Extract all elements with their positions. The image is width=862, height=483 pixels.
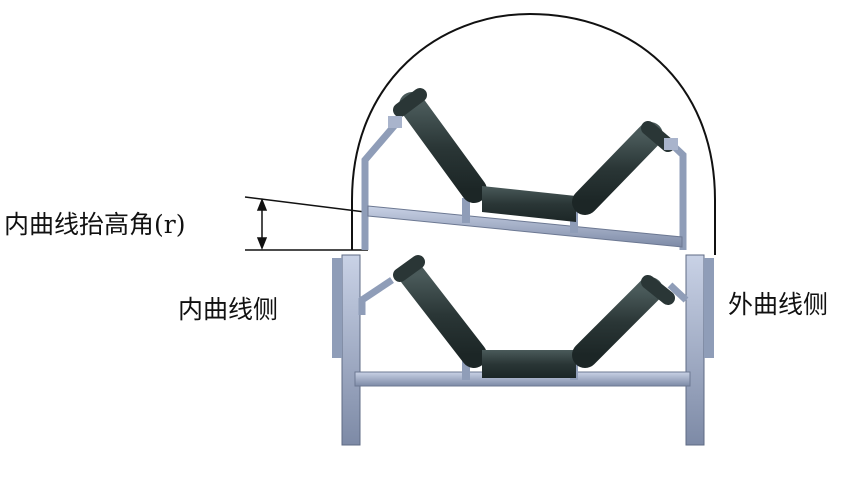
curve-arc [351,12,716,255]
inner-side-label: 内曲线侧 [178,295,279,324]
outer-side-label: 外曲线侧 [728,290,829,319]
lower-left-roller [393,255,487,368]
raise-angle-label: 内曲线抬高角(r) [4,210,186,239]
upper-idler [361,88,687,250]
angle-marker [244,196,368,251]
lower-idler [332,254,714,446]
upper-center-roller [482,186,576,222]
upper-right-roller [572,121,675,215]
lower-center-roller [482,350,576,378]
upper-left-roller [393,88,487,203]
lower-right-roller [572,275,675,368]
